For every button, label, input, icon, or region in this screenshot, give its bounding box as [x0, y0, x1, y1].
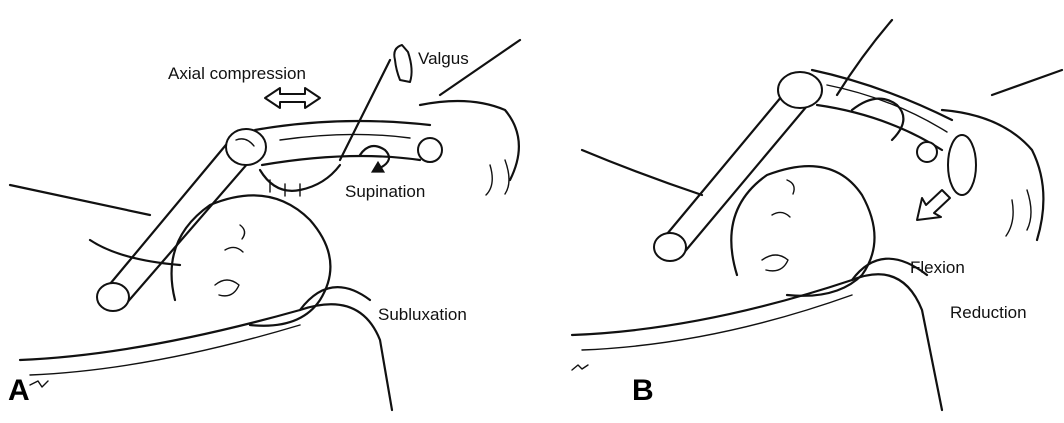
- artist-signature-icon: [572, 365, 588, 370]
- label-valgus: Valgus: [418, 49, 469, 69]
- panel-a-letter: A: [8, 374, 30, 408]
- examiner-hand-icon: [837, 20, 1062, 240]
- panel-b: Flexion Reduction B: [532, 0, 1064, 418]
- artist-signature-icon: [30, 381, 48, 387]
- label-reduction: Reduction: [950, 303, 1027, 323]
- patient-head-icon: [731, 166, 874, 296]
- label-axial-compression: Axial compression: [168, 64, 306, 84]
- patient-head-icon: [172, 195, 331, 325]
- panel-a: Axial compression Valgus Supination Subl…: [0, 0, 532, 418]
- body-contour-icon: [10, 185, 150, 215]
- table-icon: [572, 259, 942, 410]
- label-subluxation: Subluxation: [378, 305, 467, 325]
- flexion-arrow-icon: [917, 190, 950, 220]
- label-flexion: Flexion: [910, 258, 965, 278]
- table-icon: [20, 287, 392, 410]
- panel-b-drawing: [532, 0, 1064, 418]
- valgus-arrow-icon: [394, 45, 411, 82]
- label-supination: Supination: [345, 182, 425, 202]
- axial-compression-arrow-icon: [265, 88, 320, 108]
- forearm-icon: [812, 70, 976, 195]
- panel-b-letter: B: [632, 374, 654, 408]
- body-contour-icon: [582, 150, 702, 195]
- humerus-bone-icon: [97, 129, 266, 311]
- supination-arrow-icon: [360, 146, 389, 172]
